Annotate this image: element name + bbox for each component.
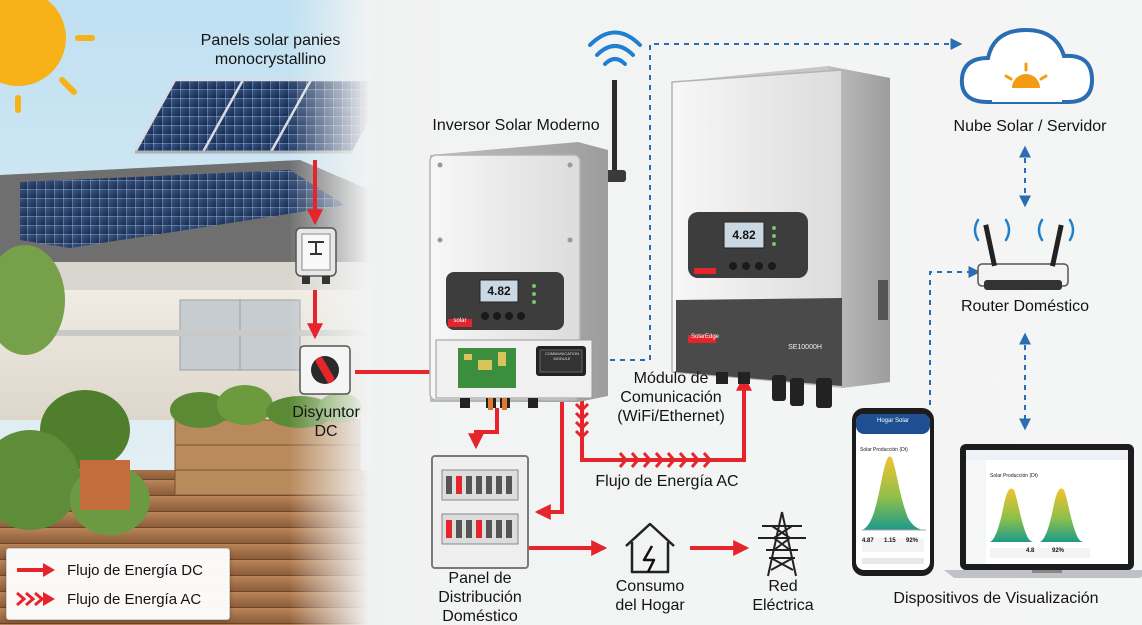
phone-chart-title: Solar Producción (Dt) bbox=[860, 447, 908, 453]
laptop-chart-title: Solar Producción (Dt) bbox=[990, 473, 1038, 479]
grid-label-line1: Red bbox=[768, 578, 798, 595]
disconnect-label-line1: Disyuntor bbox=[292, 404, 360, 421]
disconnect-label: Disyuntor DC bbox=[278, 404, 374, 442]
distribution-panel-label-line2: Distribución bbox=[438, 588, 522, 606]
phone-header: Hogar Solar bbox=[876, 418, 909, 424]
ac-flow-label: Flujo de Energía AC bbox=[595, 473, 739, 490]
grid-label-line2: Eléctrica bbox=[752, 596, 814, 614]
distribution-panel-label: Panel de Distribución Doméstico bbox=[418, 570, 542, 625]
combiner-box bbox=[295, 227, 337, 284]
small-inverter-brand: solar bbox=[453, 318, 467, 324]
cloud-icon bbox=[959, 27, 1095, 104]
laptop-stat-1: 4.8 bbox=[1026, 548, 1035, 554]
transmission-tower-icon bbox=[758, 511, 806, 577]
comm-module-label-line1: Módulo de bbox=[633, 370, 709, 387]
inverter-label: Inversor Solar Moderno bbox=[432, 117, 600, 134]
distribution-panel-label-line3: Doméstico bbox=[442, 607, 518, 625]
cloud-label: Nube Solar / Servidor bbox=[953, 118, 1107, 135]
legend-dc-label: Flujo de Energía DC bbox=[67, 561, 203, 579]
legend-ac-label: Flujo de Energía AC bbox=[67, 590, 202, 608]
rooftop-scene bbox=[0, 0, 370, 625]
panels-label-line1: Panels solar panies bbox=[200, 32, 341, 49]
laptop-device bbox=[944, 444, 1142, 578]
wifi-icon bbox=[588, 30, 642, 66]
devices-label: Dispositivos de Visualización bbox=[893, 590, 1099, 607]
phone-device bbox=[852, 408, 934, 576]
home-consumption-label-line1: Consumo bbox=[615, 578, 685, 595]
phone-stat-2: 1.15 bbox=[884, 538, 896, 544]
panels-label-line2: monocrystallino bbox=[214, 50, 327, 68]
comm-box-label: COMMUNICATION MODULE bbox=[544, 351, 580, 361]
dc-arrow-icon bbox=[17, 563, 55, 577]
legend: Flujo de Energía DC Flujo de Energía AC bbox=[6, 548, 230, 620]
small-inverter bbox=[429, 80, 626, 410]
data-flow-links bbox=[600, 38, 1031, 431]
router-label: Router Doméstico bbox=[960, 298, 1090, 315]
home-consumption-label-line2: del Hogar bbox=[615, 596, 685, 614]
distribution-panel bbox=[431, 455, 529, 569]
comm-module-label-line3: (WiFi/Ethernet) bbox=[617, 407, 725, 425]
phone-stat-3: 92% bbox=[906, 538, 919, 544]
panels-label: Panels solar panies monocrystallino bbox=[168, 32, 373, 70]
large-inverter-brand: SolarEdge bbox=[690, 334, 720, 340]
comm-module-label-line2: Comunicación bbox=[620, 388, 722, 406]
large-inverter bbox=[671, 66, 890, 408]
router-icon bbox=[973, 218, 1075, 290]
legend-dc: Flujo de Energía DC bbox=[15, 559, 203, 581]
laptop-stat-2: 92% bbox=[1052, 548, 1065, 554]
dc-disconnect-switch bbox=[299, 345, 351, 395]
ac-chevron-arrow-icon bbox=[16, 591, 55, 607]
grid-label: Red Eléctrica bbox=[735, 578, 831, 616]
legend-ac: Flujo de Energía AC bbox=[15, 588, 201, 610]
distribution-panel-label-line1: Panel de bbox=[448, 570, 512, 587]
phone-stat-1: 4.87 bbox=[862, 538, 874, 544]
home-consumption-label: Consumo del Hogar bbox=[595, 578, 705, 616]
ac-chevrons bbox=[574, 402, 712, 468]
small-inverter-display: 4.82 bbox=[487, 284, 511, 298]
large-inverter-display: 4.82 bbox=[732, 228, 756, 242]
comm-module-label: Módulo de Comunicación (WiFi/Ethernet) bbox=[604, 370, 738, 427]
home-icon bbox=[625, 522, 675, 574]
disconnect-label-line2: DC bbox=[314, 422, 338, 440]
large-inverter-model: SE10000H bbox=[788, 344, 822, 351]
